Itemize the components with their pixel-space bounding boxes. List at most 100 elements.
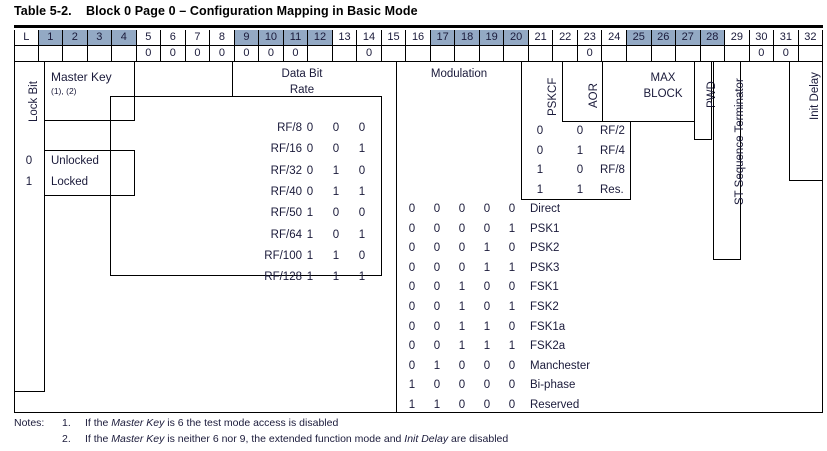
pskcf-values-box-right <box>630 121 631 200</box>
modulation-bit: 0 <box>433 340 441 353</box>
data-bit-rate-bit: 0 <box>306 164 314 177</box>
pwd-box-right <box>711 61 712 140</box>
pskcf-bit: 1 <box>576 144 584 157</box>
modulation-bit: 0 <box>408 242 416 255</box>
data-bit-rate-bit: 0 <box>306 185 314 198</box>
modulation-bit: 0 <box>433 301 441 313</box>
note-number: 1. <box>62 417 71 429</box>
fixed-bit-cell-2 <box>63 46 88 61</box>
data-bit-rate-bit: 0 <box>358 249 366 262</box>
fixed-bit-cell-7: 0 <box>186 46 211 61</box>
bit-header-19: 19 <box>479 30 505 45</box>
bit-header-6: 6 <box>161 30 186 45</box>
modulation-bit: 1 <box>408 399 416 411</box>
bit-header-24: 24 <box>602 30 627 45</box>
lock-bit-value-1: 1 <box>25 176 33 188</box>
pskcf-bit: 1 <box>576 183 584 196</box>
modulation-bit: 0 <box>458 203 466 215</box>
title-rule <box>14 25 823 28</box>
bit-header-3: 3 <box>87 30 113 45</box>
fixed-bit-cell-8: 0 <box>210 46 235 61</box>
fixed-bit-cell-24 <box>602 46 627 61</box>
fixed-bit-cell-26 <box>652 46 677 61</box>
bit-header-21: 21 <box>528 30 554 45</box>
fixed-bit-cell-23: 0 <box>578 46 603 61</box>
modulation-value-name: PSK2 <box>530 242 560 255</box>
st-seq-box-right <box>740 61 741 260</box>
pwd-box-left <box>694 121 695 140</box>
modulation-value-name: Bi-phase <box>530 379 576 392</box>
data-bit-rate-value-box <box>110 96 382 276</box>
modulation-bit: 0 <box>408 261 416 274</box>
master-key-box-bottom <box>44 120 135 121</box>
modulation-bit: 1 <box>483 242 491 255</box>
max-block-label-line2: BLOCK <box>643 88 683 100</box>
modulation-bit: 0 <box>408 359 416 372</box>
aor-label: AOR <box>588 83 600 108</box>
fixed-bit-cell-0 <box>14 46 39 61</box>
pskcf-value-name: RF/8 <box>600 164 625 176</box>
modulation-bit: 0 <box>458 222 466 235</box>
pwd-label: PWD <box>706 81 718 108</box>
lock-bit-box-bottom <box>14 391 45 392</box>
table-right-border <box>822 61 823 412</box>
fixed-bit-cell-29 <box>725 46 750 61</box>
modulation-box-left <box>396 61 397 412</box>
modulation-bit: 1 <box>433 399 441 411</box>
lock-bit-values-box-bottom <box>44 195 135 196</box>
data-bit-rate-name: RF/50 <box>270 207 302 220</box>
lock-bit-label-0: Unlocked <box>51 155 99 167</box>
data-bit-rate-bit: 1 <box>358 143 366 156</box>
modulation-bit: 1 <box>483 340 491 353</box>
data-bit-rate-bit: 1 <box>358 271 366 284</box>
data-bit-rate-bit: 1 <box>306 249 314 262</box>
max-block-box-right <box>694 61 695 122</box>
modulation-bit: 0 <box>433 320 441 333</box>
bit-header-26: 26 <box>651 30 677 45</box>
fixed-bit-cell-21 <box>529 46 554 61</box>
modulation-value-name: FSK1 <box>530 281 559 294</box>
master-key-box-right <box>134 61 135 121</box>
fixed-bits-divider <box>14 61 823 62</box>
note-text: If the Master Key is 6 the test mode acc… <box>85 417 339 429</box>
fixed-bit-cell-16 <box>406 46 431 61</box>
note-text: If the Master Key is neither 6 nor 9, th… <box>85 433 509 445</box>
data-bit-rate-name: RF/100 <box>264 249 302 262</box>
modulation-bit: 0 <box>408 301 416 313</box>
data-bit-rate-bit: 1 <box>306 228 314 241</box>
modulation-bit: 0 <box>508 203 516 215</box>
table-number: Table 5-2. <box>14 4 72 18</box>
data-bit-rate-bit: 1 <box>332 271 340 284</box>
bit-header-20: 20 <box>504 30 529 45</box>
fixed-bit-cell-27 <box>676 46 701 61</box>
fixed-bit-cell-19 <box>480 46 505 61</box>
modulation-bit: 0 <box>483 359 491 372</box>
init-delay-label: Init Delay <box>809 72 821 120</box>
bit-header-4: 4 <box>112 30 137 45</box>
data-bit-rate-bit: 0 <box>358 122 366 134</box>
modulation-bit: 1 <box>508 261 516 274</box>
data-bit-rate-bit: 1 <box>332 164 340 177</box>
bit-header-22: 22 <box>553 30 578 45</box>
data-bit-rate-bit: 0 <box>332 122 340 134</box>
bit-header-10: 10 <box>259 30 284 45</box>
modulation-bit: 1 <box>483 320 491 333</box>
data-bit-rate-label-line2: Rate <box>289 84 315 96</box>
lock-bit-values-box-right <box>134 150 135 196</box>
modulation-bit: 1 <box>458 320 466 333</box>
table-left-border <box>14 61 15 412</box>
modulation-bit: 0 <box>408 203 416 215</box>
fixed-bit-cell-32 <box>799 46 824 61</box>
init-delay-box-left <box>789 61 790 181</box>
bit-header-8: 8 <box>210 30 235 45</box>
data-bit-rate-name: RF/16 <box>270 143 302 156</box>
bit-header-5: 5 <box>136 30 162 45</box>
modulation-bit: 1 <box>458 281 466 294</box>
modulation-value-name: Direct <box>530 203 561 215</box>
note-number: 2. <box>62 433 71 445</box>
data-bit-rate-bit: 0 <box>358 207 366 220</box>
modulation-value-name: Manchester <box>530 359 591 372</box>
pwd-box-bottom <box>694 139 712 140</box>
bit-header-30: 30 <box>749 30 775 45</box>
bit-header-l: L <box>14 30 39 45</box>
